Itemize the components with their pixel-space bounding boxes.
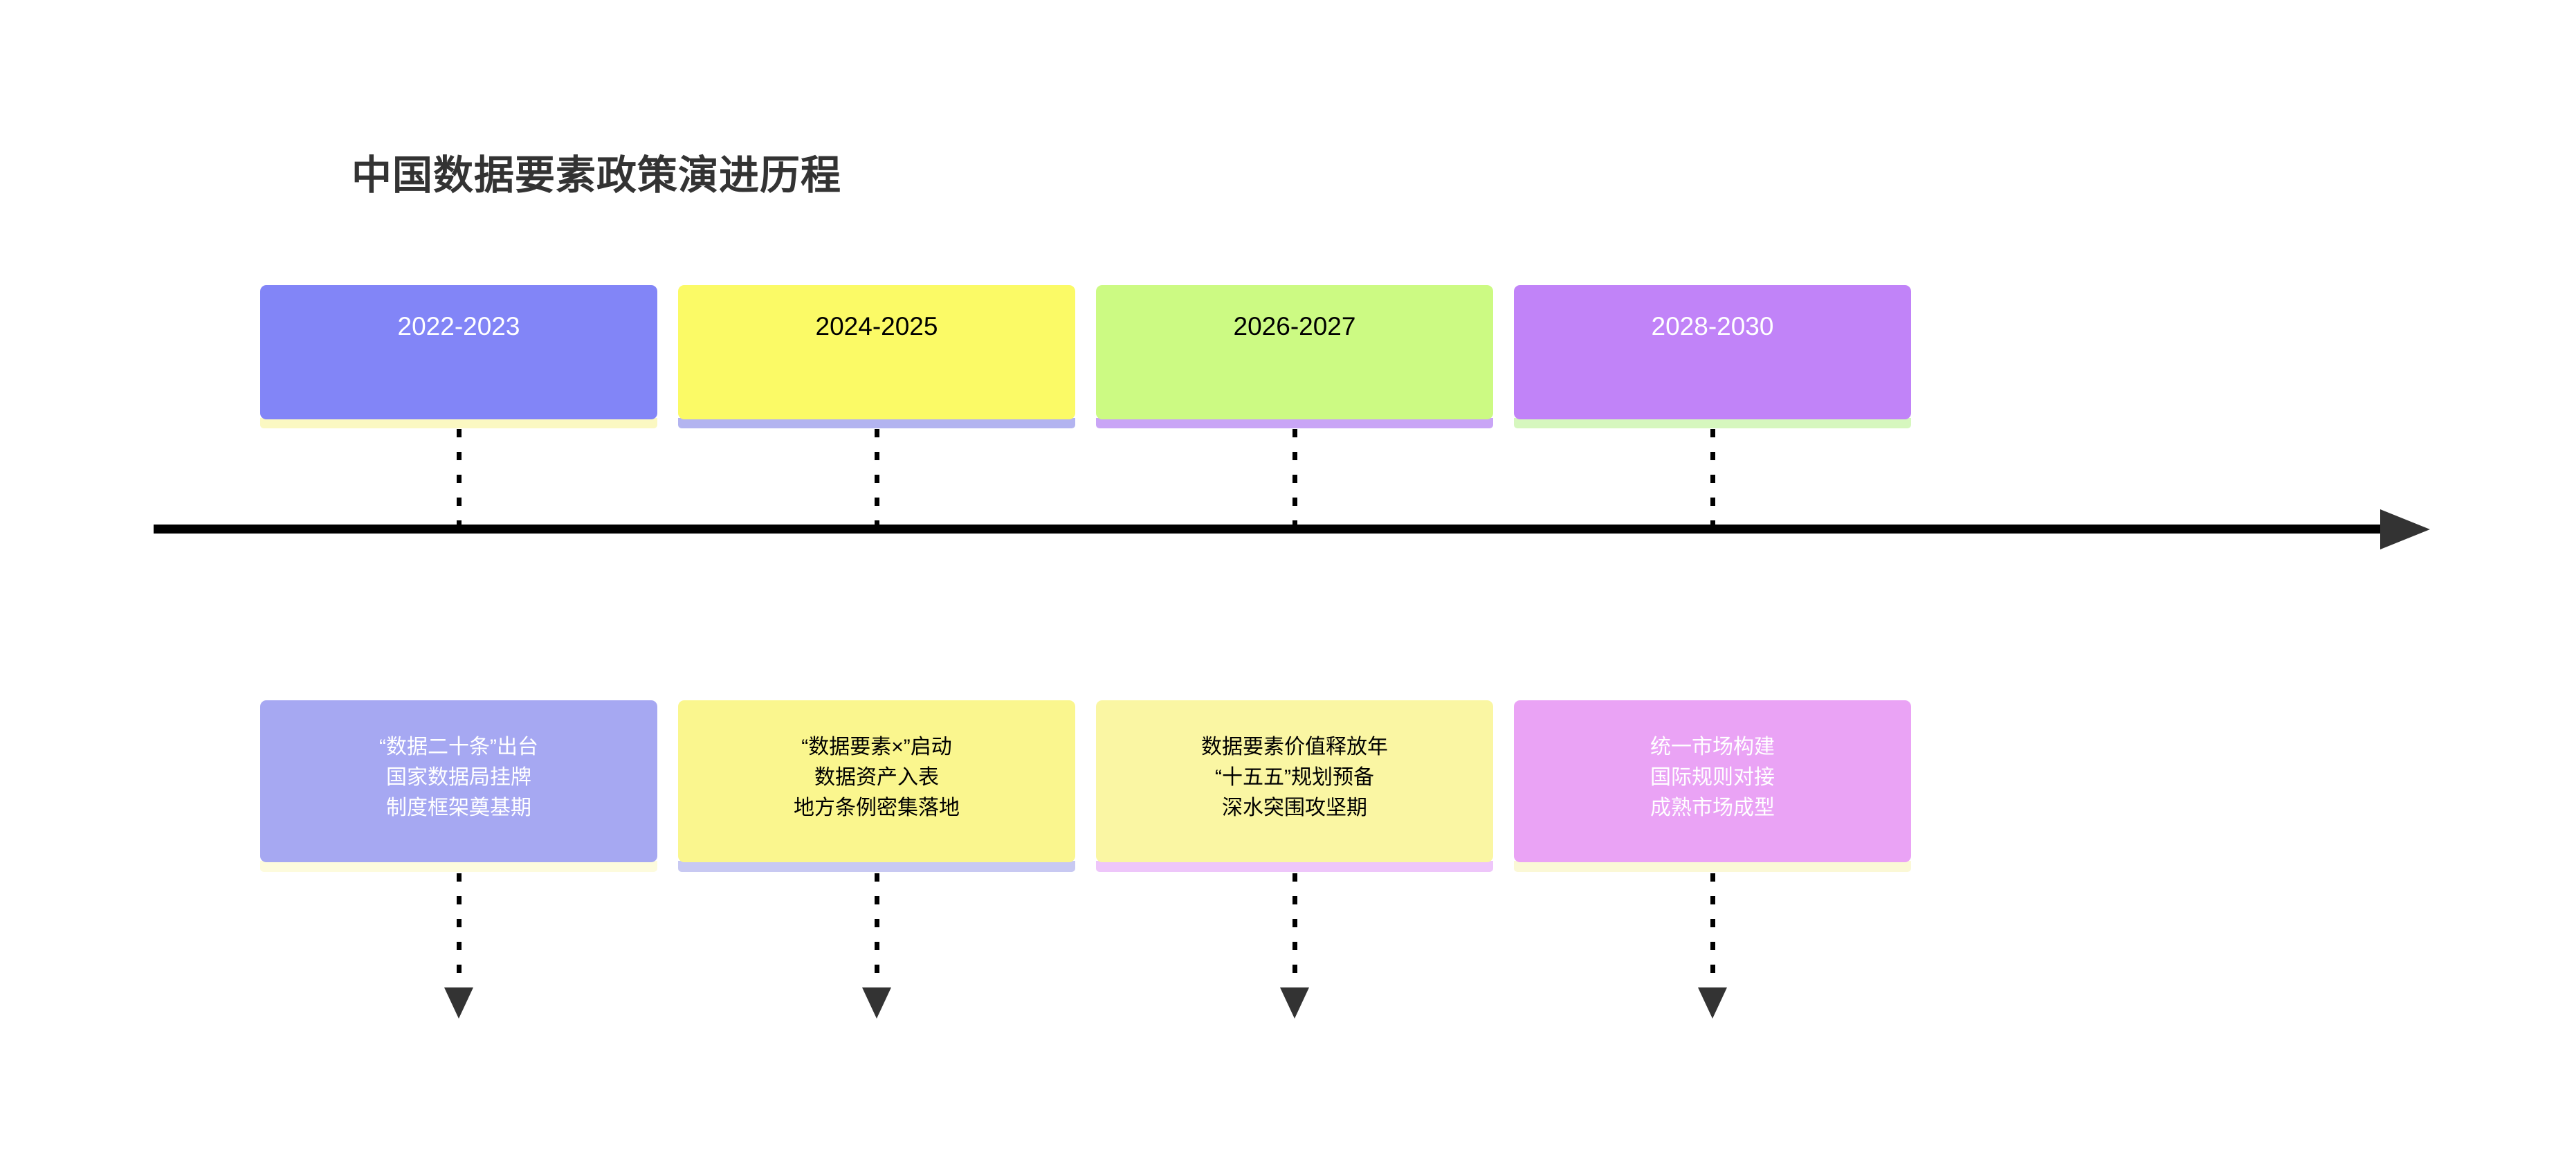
period-label: 2024-2025: [815, 312, 938, 340]
down-arrow-icon: [444, 987, 473, 1019]
down-arrow-icon: [862, 987, 891, 1019]
period-card-2022-2023[interactable]: 2022-2023: [260, 285, 657, 419]
detail-text: 统一市场构建国际规则对接成熟市场成型: [1514, 732, 1911, 823]
detail-line: “数据二十条”出台: [379, 736, 538, 758]
detail-card-2028-2030[interactable]: 统一市场构建国际规则对接成熟市场成型: [1514, 700, 1911, 862]
period-label: 2026-2027: [1233, 312, 1356, 340]
right-arrow-icon: [2380, 509, 2430, 549]
detail-line: “十五五”规划预备: [1215, 766, 1374, 789]
detail-card-shadow: [678, 861, 1075, 872]
connector-dashed-line-top: [457, 429, 462, 533]
down-arrow-icon: [1698, 987, 1727, 1019]
detail-line: 国际规则对接: [1650, 766, 1775, 789]
detail-line: “数据要素×”启动: [801, 736, 952, 758]
connector-dashed-line-bottom: [875, 873, 879, 992]
detail-card-2022-2023[interactable]: “数据二十条”出台国家数据局挂牌制度框架奠基期: [260, 700, 657, 862]
connector-dashed-line-bottom: [1710, 873, 1715, 992]
detail-card-2026-2027[interactable]: 数据要素价值释放年 “十五五”规划预备深水突围攻坚期: [1096, 700, 1493, 862]
connector-dashed-line-bottom: [457, 873, 462, 992]
detail-line: 深水突围攻坚期: [1222, 796, 1367, 819]
detail-card-shadow: [260, 861, 657, 872]
period-card-2026-2027[interactable]: 2026-2027: [1096, 285, 1493, 419]
detail-line: 制度框架奠基期: [386, 796, 531, 819]
period-card-2028-2030[interactable]: 2028-2030: [1514, 285, 1911, 419]
detail-card-2024-2025[interactable]: “数据要素×”启动数据资产入表地方条例密集落地: [678, 700, 1075, 862]
detail-card-shadow: [1096, 861, 1493, 872]
detail-line: 地方条例密集落地: [794, 796, 960, 819]
detail-text: “数据要素×”启动数据资产入表地方条例密集落地: [678, 732, 1075, 823]
period-card-shadow: [678, 418, 1075, 428]
period-card-shadow: [1096, 418, 1493, 428]
connector-dashed-line-bottom: [1292, 873, 1297, 992]
timeline-axis-line: [154, 525, 2388, 534]
detail-text: 数据要素价值释放年 “十五五”规划预备深水突围攻坚期: [1096, 732, 1493, 823]
detail-line: 数据要素价值释放年: [1201, 736, 1388, 758]
detail-line: 国家数据局挂牌: [386, 766, 531, 789]
period-card-2024-2025[interactable]: 2024-2025: [678, 285, 1075, 419]
connector-dashed-line-top: [875, 429, 879, 533]
period-card-shadow: [260, 418, 657, 428]
detail-line: 数据资产入表: [814, 766, 939, 789]
down-arrow-icon: [1280, 987, 1309, 1019]
detail-card-shadow: [1514, 861, 1911, 872]
period-label: 2028-2030: [1651, 312, 1774, 340]
connector-dashed-line-top: [1710, 429, 1715, 533]
period-label: 2022-2023: [397, 312, 520, 340]
detail-line: 统一市场构建: [1650, 736, 1775, 758]
period-card-shadow: [1514, 418, 1911, 428]
detail-text: “数据二十条”出台国家数据局挂牌制度框架奠基期: [260, 732, 657, 823]
detail-line: 成熟市场成型: [1650, 796, 1775, 819]
connector-dashed-line-top: [1292, 429, 1297, 533]
page-title: 中国数据要素政策演进历程: [351, 153, 842, 198]
